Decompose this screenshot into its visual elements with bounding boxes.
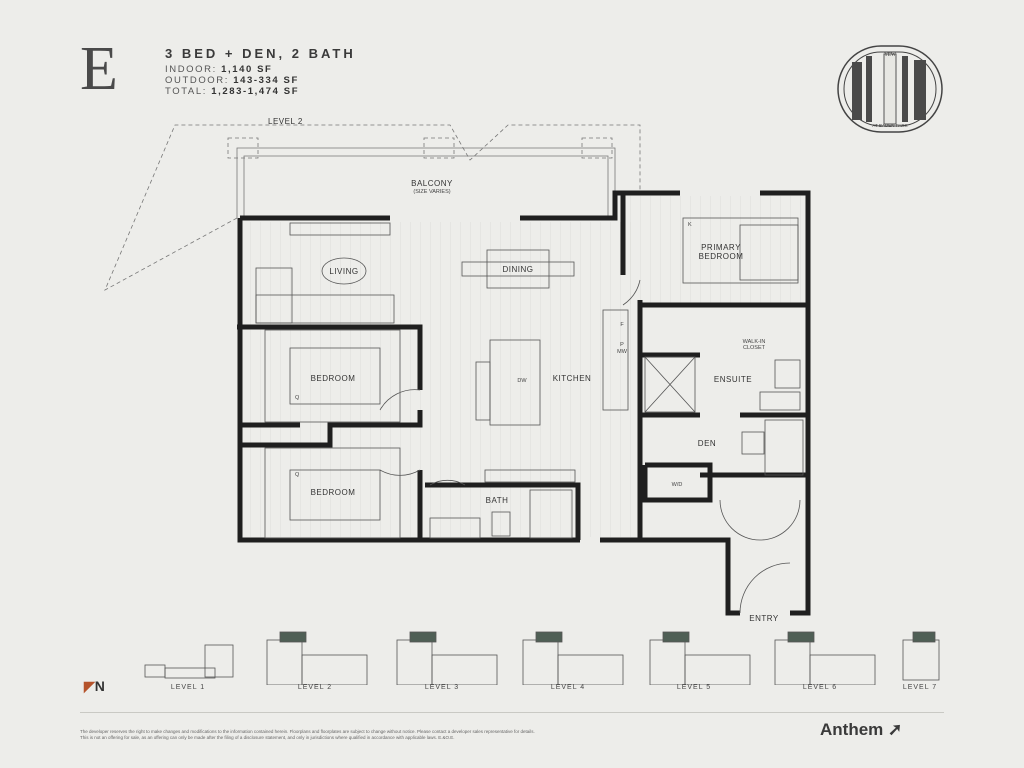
level-3-label: LEVEL 3 — [424, 684, 460, 691]
primary-bedroom-label-1: PRIMARY — [701, 243, 741, 252]
total-value: 1,283-1,474 SF — [211, 86, 300, 97]
wd-label: W/D — [672, 482, 683, 488]
entry-label: ENTRY — [749, 614, 779, 623]
k-label: K — [688, 222, 692, 228]
total-area: TOTAL: 1,283-1,474 SF — [165, 86, 299, 97]
level2-outline — [104, 124, 641, 291]
disclaimer-line-2: This is not an offering for sale, as an … — [80, 735, 455, 740]
balcony-label: BALCONY — [411, 179, 453, 188]
living-label: LIVING — [329, 267, 358, 276]
bedroom1-label: BEDROOM — [311, 374, 356, 383]
north-arrow-icon: ◤ — [84, 678, 95, 694]
keyplan-level-2 — [266, 631, 368, 685]
fridge-label: F — [620, 322, 624, 328]
logo-bottom-text: AT BADEN PARK — [872, 123, 907, 128]
kitchen-label: KITCHEN — [553, 374, 592, 383]
unit-letter: E — [80, 35, 118, 103]
ensuite-label: ENSUITE — [714, 375, 752, 384]
walls — [237, 190, 811, 616]
outdoor-area: OUTDOOR: 143-334 SF — [165, 75, 299, 86]
yew-logo: YEW AT BADEN PARK — [837, 45, 943, 133]
level-5-label: LEVEL 5 — [676, 684, 712, 691]
floor-plan: LEVEL 2 BALCONY (SIZE VARIES) LIVING DIN… — [104, 117, 811, 623]
north-label: N — [94, 678, 105, 694]
pantry-label: P — [620, 342, 624, 348]
primary-bedroom-label-2: BEDROOM — [699, 252, 744, 261]
outdoor-label: OUTDOOR: — [165, 75, 229, 86]
indoor-label: INDOOR: — [165, 64, 217, 75]
q2-label: Q — [295, 472, 300, 478]
furniture — [255, 217, 804, 614]
keyplan-level-7 — [902, 631, 940, 681]
dw-label: DW — [517, 378, 527, 384]
level-2-label: LEVEL 2 — [297, 684, 333, 691]
den-label: DEN — [698, 439, 716, 448]
keyplan-level-3 — [396, 631, 498, 685]
level2-label: LEVEL 2 — [268, 117, 303, 126]
bedroom2-label: BEDROOM — [311, 488, 356, 497]
dining-label: DINING — [503, 265, 534, 274]
north-arrow: ◤N — [84, 678, 105, 695]
q1-label: Q — [295, 395, 300, 401]
keyplan-level-5 — [649, 631, 751, 685]
anthem-mark-icon: ➚ — [888, 720, 903, 739]
level-1-label: LEVEL 1 — [170, 684, 206, 691]
disclaimer: The developer reserves the right to make… — [80, 729, 600, 741]
outdoor-value: 143-334 SF — [233, 75, 299, 86]
keyplan-level-6 — [774, 631, 876, 685]
balcony-note: (SIZE VARIES) — [413, 189, 450, 195]
brand-name: Anthem — [820, 720, 884, 739]
level-7-label: LEVEL 7 — [902, 684, 938, 691]
level-4-label: LEVEL 4 — [550, 684, 586, 691]
walk-in-label-1: WALK-IN — [743, 339, 766, 345]
total-label: TOTAL: — [165, 86, 207, 97]
keyplan-level-4 — [522, 631, 624, 685]
keyplan-level-1 — [144, 644, 234, 679]
level-6-label: LEVEL 6 — [802, 684, 838, 691]
walk-in-label-2: CLOSET — [743, 345, 766, 351]
indoor-value: 1,140 SF — [221, 64, 273, 75]
indoor-area: INDOOR: 1,140 SF — [165, 64, 272, 75]
balcony-outline — [236, 147, 616, 218]
anthem-logo: Anthem ➚ — [820, 720, 902, 740]
disclaimer-line-1: The developer reserves the right to make… — [80, 729, 535, 734]
logo-top-text: YEW — [884, 53, 896, 58]
unit-type: 3 BED + DEN, 2 BATH — [165, 46, 356, 61]
footer-divider — [80, 712, 944, 713]
bath-label: BATH — [486, 496, 509, 505]
mw-label: MW — [617, 349, 628, 355]
